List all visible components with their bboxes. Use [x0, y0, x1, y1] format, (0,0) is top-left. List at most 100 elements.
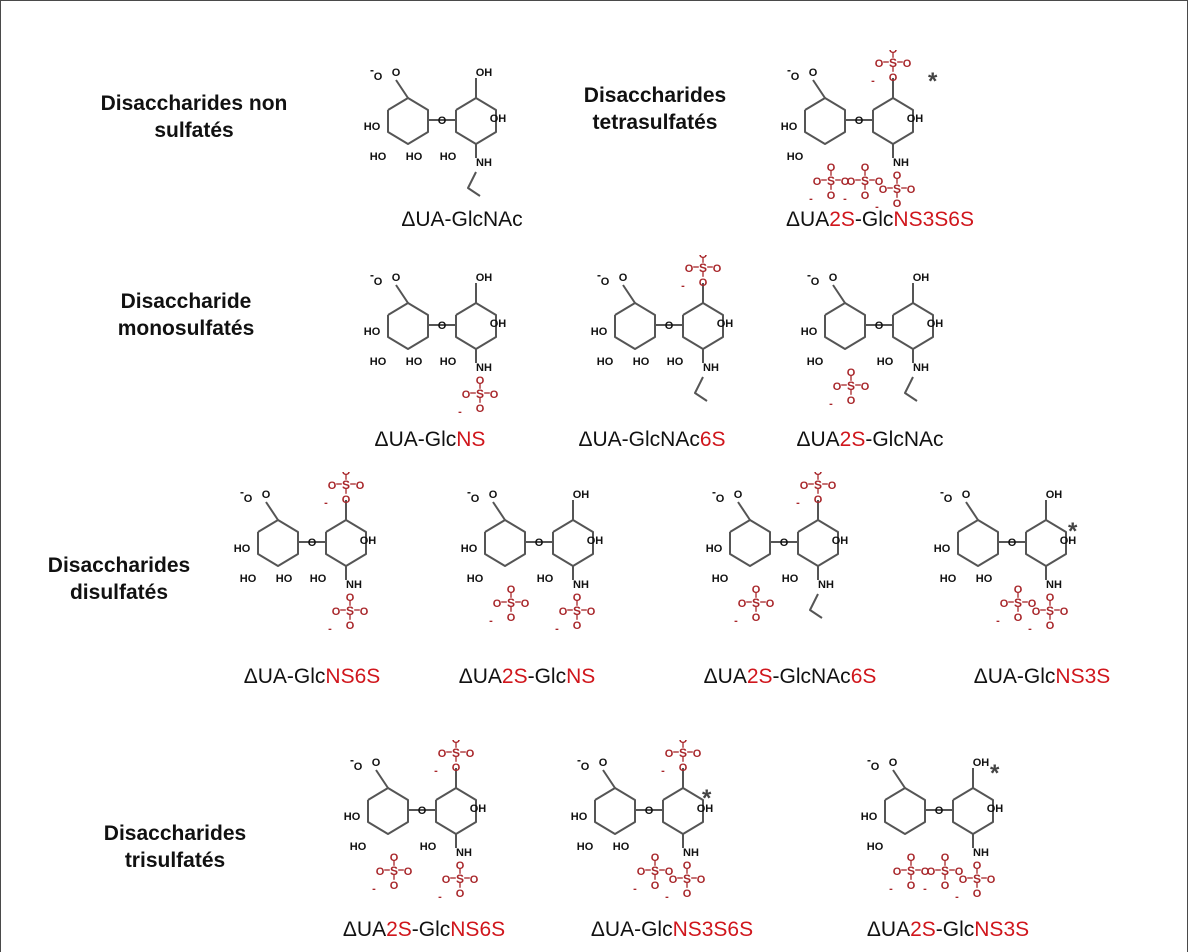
sulfation-part: NS3S6S [893, 208, 974, 231]
sulfation-part: 2S [829, 208, 855, 231]
sulfate-oxygen-label: O [738, 598, 747, 610]
sulfate-oxygen-label: O [651, 852, 660, 864]
hydroxyl-label: OH [587, 535, 604, 547]
ring-oxygen-label: O [1008, 537, 1017, 549]
carboxyl-bond [812, 79, 826, 99]
sulfate-oxygen-label: O [752, 612, 761, 624]
name-part: ΔUA [342, 918, 387, 941]
acetyl-group [467, 171, 481, 197]
ring-oxygen-label: O [665, 320, 674, 332]
sulfate-oxygen-label: O [1014, 612, 1023, 624]
acetyl-group [904, 376, 918, 402]
sulfate-oxygen-label: O [390, 880, 399, 892]
uronic-acid-ring [957, 519, 999, 567]
amine-label: NH [893, 157, 909, 169]
hydroxyl-label: HO [370, 356, 387, 368]
sulfate-oxygen-label: O [637, 866, 646, 878]
sulfur-label: S [847, 379, 855, 393]
sulfate-oxygen-label: O [973, 888, 982, 900]
compound-name-dua-glcnac: ΔUA-GlcNAc [401, 208, 522, 232]
sulfate-oxygen-label: O [476, 375, 485, 387]
charge-label: - [370, 268, 374, 282]
sulfate-oxygen-label: O [941, 852, 950, 864]
sulfur-label: S [507, 596, 515, 610]
sulfur-label: S [752, 596, 760, 610]
carboxyl-oxygen-label: O [601, 276, 610, 288]
acetyl-group [694, 376, 708, 402]
name-part: ΔUA [786, 208, 830, 231]
hydroxyl-label: HO [807, 356, 824, 368]
acetyl-group [809, 593, 823, 619]
hydroxyl-label: HO [867, 841, 884, 853]
sulfate-oxygen-label: O [456, 860, 465, 872]
hydroxyl-label: OH [907, 113, 924, 125]
sulfate-oxygen-label: O [847, 395, 856, 407]
hydroxyl-label: HO [787, 151, 804, 163]
amine-label: NH [573, 579, 589, 591]
sulfate-oxygen-label: O [466, 748, 475, 760]
sulfur-label: S [941, 864, 949, 878]
sulfate-oxygen-label: O [665, 748, 674, 760]
hydroxyl-label: HO [234, 543, 251, 555]
sulfate-oxygen-label: O [752, 584, 761, 596]
carboxyl-bond [602, 769, 616, 789]
charge-label: - [555, 623, 559, 632]
sulfur-label: S [476, 387, 484, 401]
compound-name-dua2s-glcns3s: ΔUA2S-GlcNS3S [867, 918, 1029, 942]
category-trisulfated: Disaccharides trisulfatés [86, 820, 264, 874]
sulfation-part: NS3S [1055, 665, 1111, 688]
sulfate-oxygen-label: O [438, 748, 447, 760]
charge-label: - [889, 883, 893, 895]
ring-oxygen-label: O [535, 537, 544, 549]
name-part: -Glc [935, 918, 975, 941]
hydroxyl-label: HO [350, 841, 367, 853]
uronic-acid-ring [387, 302, 429, 350]
sulfur-label: S [679, 746, 687, 760]
compound-name-dua-glcns3s6s: ΔUA-GlcNS3S6S [591, 918, 753, 942]
charge-label: - [829, 398, 833, 410]
sulfate-oxygen-label: O [921, 866, 930, 878]
carboxyl-oxygen-label: O [811, 276, 820, 288]
sulfate-oxygen-label: O [907, 184, 916, 196]
sulfate-oxygen-label: O [1046, 592, 1055, 604]
uronic-acid-ring [484, 519, 526, 567]
uronic-acid-ring [387, 97, 429, 145]
charge-label: - [350, 753, 354, 767]
sulfur-label: S [456, 872, 464, 886]
charge-label: - [996, 615, 1000, 627]
ring-oxygen-label: O [438, 320, 447, 332]
carboxyl-bond [265, 501, 279, 521]
sulfate-oxygen-label: O [875, 176, 884, 188]
sulfur-label: S [893, 182, 901, 196]
hydroxyl-label: OH [490, 113, 507, 125]
carboxyl-oxygen-label: O [244, 493, 253, 505]
name-part: ΔUA-Glc [590, 918, 673, 941]
sulfate-oxygen-label: O [879, 184, 888, 196]
category-non-sulfated: Disaccharides non sulfatés [86, 90, 302, 144]
compound-name-dua2s-glcns3s6s: ΔUA2S-GlcNS3S6S [786, 208, 974, 232]
category-line: Disaccharide [120, 290, 252, 313]
sulfate-oxygen-label: O [462, 389, 471, 401]
hydroxyl-label: HO [240, 573, 257, 585]
sulfate-oxygen-label: O [861, 190, 870, 202]
name-part: -GlcNAc [772, 665, 851, 688]
hydroxyl-label: OH [717, 318, 734, 330]
sulfate-oxygen-label: O [847, 367, 856, 379]
charge-label: - [577, 753, 581, 767]
hydroxyl-label: OH [697, 803, 714, 815]
sulfur-label: S [827, 174, 835, 188]
uronic-acid-ring [257, 519, 299, 567]
sulfate-oxygen-label: O [651, 880, 660, 892]
carboxyl-oxygen-label: O [489, 489, 498, 501]
uronic-acid-ring [594, 787, 636, 835]
charge-label: - [843, 193, 847, 205]
carboxyl-oxygen-label: O [374, 71, 383, 83]
